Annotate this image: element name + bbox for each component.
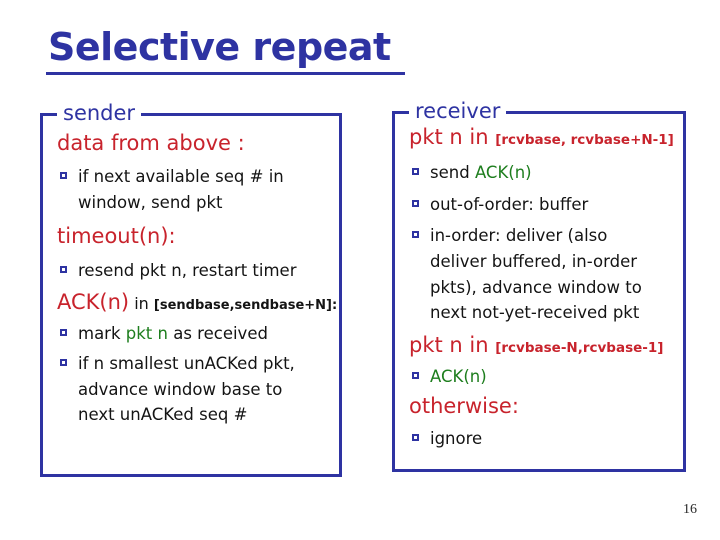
hollow-square-icon bbox=[412, 433, 419, 441]
section-heading-ack-range: ACK(n) in [sendbase,sendbase+N]: bbox=[57, 289, 337, 315]
bullet-text-part: as received bbox=[167, 324, 268, 344]
bullet-text: if n smallest unACKed pkt, advance windo… bbox=[78, 354, 295, 425]
page-number: 16 bbox=[683, 502, 697, 517]
hollow-square-icon bbox=[60, 172, 67, 180]
section-heading-timeout: timeout(n): bbox=[57, 223, 331, 249]
bullet-item: ignore bbox=[409, 426, 677, 452]
bullet-item: if n smallest unACKed pkt, advance windo… bbox=[57, 351, 331, 428]
section-heading-data-from-above: data from above : bbox=[57, 130, 331, 156]
bullet-item: resend pkt n, restart timer bbox=[57, 258, 331, 284]
hollow-square-icon bbox=[412, 168, 419, 176]
section-heading-pkt-below-window: pkt n in [rcvbase-N,rcvbase-1] bbox=[409, 332, 677, 358]
bullet-item: if next available seq # in window, send … bbox=[57, 164, 331, 215]
heading-text: timeout(n): bbox=[57, 224, 176, 249]
bullet-text: resend pkt n, restart timer bbox=[78, 260, 297, 280]
heading-range: [sendbase,sendbase+N]: bbox=[153, 298, 338, 314]
bullet-item: mark pkt n as received bbox=[57, 321, 331, 347]
hollow-square-icon bbox=[412, 231, 419, 239]
heading-text: data from above : bbox=[57, 131, 245, 155]
bullet-text-part: mark bbox=[78, 324, 126, 344]
bullet-text: ignore bbox=[430, 428, 483, 448]
heading-text: pkt n in bbox=[409, 332, 496, 357]
bullet-text-highlight: ACK(n) bbox=[474, 163, 532, 183]
heading-connector: in bbox=[129, 294, 154, 314]
bullet-text-highlight: ACK(n) bbox=[430, 366, 487, 386]
hollow-square-icon bbox=[60, 359, 67, 366]
bullet-item: out-of-order: buffer bbox=[409, 192, 677, 218]
receiver-panel: receiver pkt n in [rcvbase, rcvbase+N-1]… bbox=[392, 99, 686, 472]
bullet-text: mark pkt n as received bbox=[78, 321, 268, 347]
hollow-square-icon bbox=[412, 199, 419, 207]
bullet-item: send ACK(n) bbox=[409, 160, 677, 186]
hollow-square-icon bbox=[412, 371, 419, 379]
bullet-text-highlight: pkt n bbox=[125, 324, 168, 344]
sender-panel-legend: sender bbox=[57, 101, 142, 127]
heading-text: otherwise: bbox=[409, 394, 519, 419]
bullet-text-part: send bbox=[430, 163, 475, 183]
heading-text: ACK(n) bbox=[57, 290, 130, 315]
bullet-text: out-of-order: buffer bbox=[430, 194, 589, 214]
bullet-text: if next available seq # in window, send … bbox=[78, 167, 284, 212]
bullet-item: in-order: deliver (also deliver buffered… bbox=[409, 223, 677, 325]
section-heading-otherwise: otherwise: bbox=[409, 393, 677, 419]
receiver-panel-legend: receiver bbox=[409, 99, 507, 125]
bullet-item: ACK(n) bbox=[409, 364, 677, 390]
hollow-square-icon bbox=[60, 329, 67, 337]
section-heading-pkt-in-window: pkt n in [rcvbase, rcvbase+N-1] bbox=[409, 124, 677, 150]
bullet-text: send ACK(n) bbox=[430, 160, 532, 186]
hollow-square-icon bbox=[60, 265, 67, 273]
heading-text: pkt n in bbox=[409, 125, 496, 149]
heading-range: [rcvbase, rcvbase+N-1] bbox=[495, 132, 674, 148]
sender-panel: sender data from above : if next availab… bbox=[40, 101, 342, 477]
bullet-text: in-order: deliver (also deliver buffered… bbox=[430, 226, 642, 323]
page-title: Selective repeat bbox=[46, 27, 405, 75]
heading-range: [rcvbase-N,rcvbase-1] bbox=[495, 339, 664, 356]
